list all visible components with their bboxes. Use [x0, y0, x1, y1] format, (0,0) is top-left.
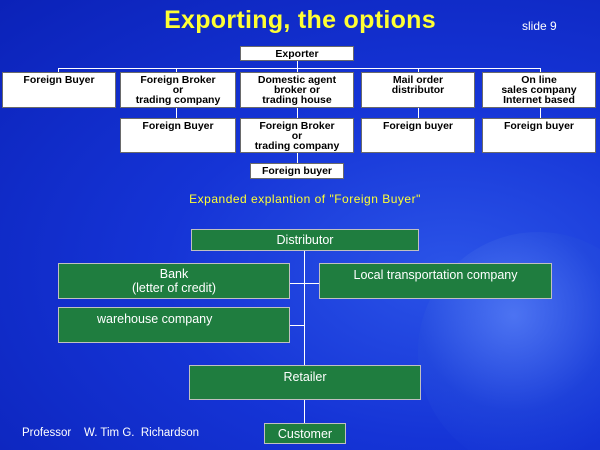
- option-mail-order: Mail order distributor: [361, 72, 475, 108]
- option-label: Foreign Buyer: [23, 74, 95, 86]
- slide-number: slide 9: [522, 19, 557, 33]
- presenter-credit: Professor W. Tim G. Richardson: [22, 427, 200, 439]
- connector-root: [297, 61, 298, 69]
- option-foreign-broker: Foreign Broker or trading company: [120, 72, 236, 108]
- flow-connector-upper: [304, 251, 305, 365]
- connector-down-4: [418, 107, 419, 118]
- warehouse-box: warehouse company: [58, 307, 290, 343]
- sub-label: Foreign Buyer: [142, 120, 214, 132]
- connector-down-3: [297, 107, 298, 118]
- option-label: Mail order distributor: [391, 74, 445, 96]
- sub-foreign-buyer: Foreign Buyer: [120, 118, 236, 153]
- connector-level1: [58, 68, 541, 69]
- bank-box: Bank (letter of credit): [58, 263, 290, 299]
- connector-down-2: [176, 107, 177, 118]
- expanded-explanation-heading: Expanded explantion of "Foreign Buyer": [189, 192, 421, 206]
- flow-connector-warehouse: [290, 325, 305, 326]
- bank-label: Bank (letter of credit): [131, 267, 217, 295]
- flow-connector-lower: [304, 400, 305, 423]
- option-domestic-agent: Domestic agent broker or trading house: [240, 72, 354, 108]
- slide-title: Exporting, the options: [164, 6, 436, 34]
- sub-label: Foreign Broker or trading company: [254, 120, 340, 152]
- connector-down-third: [297, 153, 298, 163]
- sub-foreign-buyer-mail: Foreign buyer: [361, 118, 475, 153]
- customer-box: Customer: [264, 423, 346, 444]
- flow-connector-bank: [290, 283, 320, 284]
- exporter-box: Exporter: [240, 46, 354, 61]
- option-label: On line sales company Internet based: [501, 74, 577, 106]
- third-foreign-buyer: Foreign buyer: [250, 163, 344, 179]
- connector-tick-1: [58, 68, 59, 73]
- connector-down-5: [540, 107, 541, 118]
- connector-tick-2: [176, 68, 177, 73]
- option-online-sales: On line sales company Internet based: [482, 72, 596, 108]
- retailer-box: Retailer: [189, 365, 421, 400]
- option-foreign-buyer: Foreign Buyer: [2, 72, 116, 108]
- connector-tick-3: [297, 68, 298, 73]
- sub-foreign-buyer-online: Foreign buyer: [482, 118, 596, 153]
- sub-label: Foreign buyer: [503, 120, 574, 132]
- option-label: Domestic agent broker or trading house: [257, 74, 337, 106]
- connector-tick-4: [418, 68, 419, 73]
- local-transportation-box: Local transportation company: [319, 263, 552, 299]
- connector-tick-5: [540, 68, 541, 73]
- sub-foreign-broker: Foreign Broker or trading company: [240, 118, 354, 153]
- sub-label: Foreign buyer: [382, 120, 453, 132]
- option-label: Foreign Broker or trading company: [135, 74, 221, 106]
- distributor-box: Distributor: [191, 229, 419, 251]
